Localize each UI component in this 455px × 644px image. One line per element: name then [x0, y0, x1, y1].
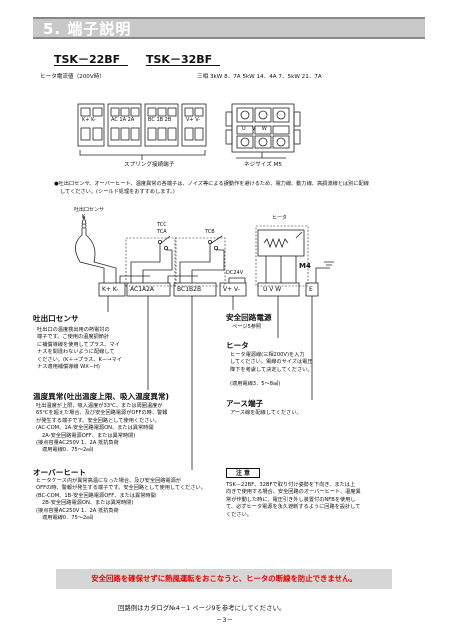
- model-a-underline: [54, 65, 128, 66]
- dc24v-label: DC24V: [226, 270, 244, 276]
- screw-size-label: ネジサイズ M5: [244, 162, 282, 168]
- m4-label: M4: [299, 262, 311, 270]
- model-a: TSK－22BF: [54, 53, 121, 66]
- page-title: 5. 端子説明: [43, 20, 132, 38]
- sensor-k: K: [82, 214, 86, 220]
- terminal-box-sensor: K+ K-: [102, 286, 119, 293]
- abnormal-section-title: 温度異常(吐出温度上限、吸入温度異常): [33, 392, 170, 401]
- heater-current-label: ヒータ電流値（200V時）: [40, 74, 105, 80]
- power-section-body: ページ5参照: [232, 324, 262, 330]
- power-section-title: 安全回路電源: [226, 313, 272, 322]
- heater-section-body: ヒータ電源線(三相200V)を入力してください。電線のサイズは電圧降下を考慮して…: [230, 352, 313, 388]
- earth-section-title: アース端子: [226, 399, 264, 408]
- sensor-label: 吐出口センサ: [74, 207, 105, 213]
- terminals-d: V+ V-: [186, 117, 201, 123]
- terminals-b: AC 1A 2A: [111, 117, 135, 123]
- terminal-block-a: [77, 103, 105, 147]
- safety-warning-banner: 安全回路を確保せずに熱風運転をおこなうと、ヒータの断線を防止できません。: [56, 569, 392, 589]
- note-body: TSK－22BF、32BFで取り付け姿勢を下向き、または上向きで使用する場合、安…: [226, 482, 361, 518]
- spring-terminal-label: スプリング接続端子: [124, 162, 175, 168]
- sensor-section-title: 吐出口センサ: [33, 314, 79, 323]
- terminal-box-overheat: BC1B2B: [177, 286, 202, 293]
- model-b: TSK－32BF: [146, 53, 213, 66]
- notice-line-1: ●吐出口センサ、オーバーヒート、温度異常の各端子は、ノイズ等による誤動作を避ける…: [54, 181, 369, 187]
- notice-line-2: してください。(シールド処理をおすすめします。): [60, 189, 175, 195]
- terminal-block-d: [181, 103, 207, 147]
- tcc-label: TCC: [157, 222, 167, 228]
- tcb-label: TCB: [205, 229, 215, 235]
- heater-diagram-label: ヒータ: [272, 215, 288, 221]
- earth-section-body: アース線を配線してください。: [230, 410, 302, 416]
- tca-label: TCA: [157, 229, 167, 235]
- terminal-block-c: [144, 103, 179, 147]
- terminal-box-power: V+ V-: [223, 286, 240, 293]
- terminals-e: U V W: [242, 126, 267, 132]
- note-title: 注 意: [226, 468, 260, 478]
- footer-reference: 回路例はカタログ№4－1 ページ9を参考にしてください。: [118, 604, 286, 612]
- terminal-block-b: [107, 103, 142, 147]
- terminals-c: BC 1B 2B: [148, 117, 172, 123]
- terminals-a: K+ K-: [82, 117, 96, 123]
- page-number: －3－: [216, 616, 233, 624]
- terminal-box-earth: E: [309, 286, 313, 293]
- section-header-bar: [33, 17, 425, 39]
- terminal-box-heater: U V W: [263, 286, 282, 293]
- overheat-section-title: オーバーヒート: [33, 468, 87, 477]
- terminal-box-abnormal: AC1A2A: [130, 286, 155, 293]
- heater-section-title: ヒータ: [226, 341, 249, 350]
- heater-current-values: 三相 3kW 8．7A 5kW 14．4A 7．5kW 21．7A: [197, 74, 322, 80]
- model-b-underline: [146, 65, 220, 66]
- sensor-section-body: 吐出口の温度検出用の熱電対の端子です。ご使用の温度調節計に補償導線を使用してプラ…: [37, 327, 122, 370]
